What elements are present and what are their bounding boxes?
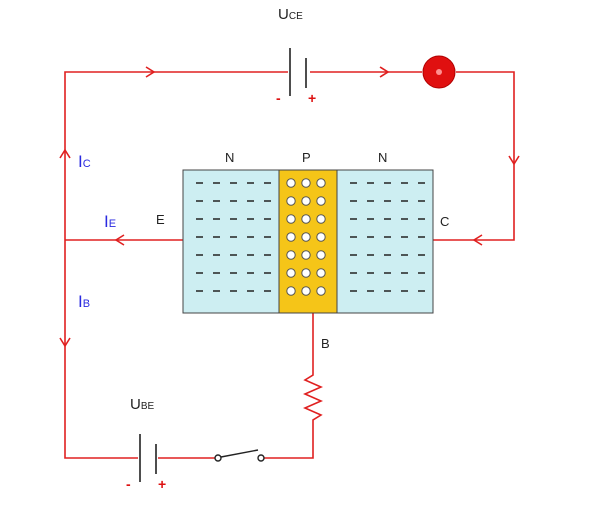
hole-mark <box>286 196 296 206</box>
terminal-emitter-label: E <box>156 212 165 227</box>
uce-plus: + <box>308 90 317 106</box>
n-region-right <box>336 169 434 314</box>
holes-p-region <box>286 178 326 296</box>
wire-emitter <box>65 234 183 246</box>
hole-mark <box>286 250 296 260</box>
hole-mark <box>286 214 296 224</box>
hole-mark <box>301 250 311 260</box>
uce-battery <box>289 48 307 96</box>
hole-mark <box>286 178 296 188</box>
hole-mark <box>286 268 296 278</box>
ib-label: IB <box>78 292 91 311</box>
hole-mark <box>316 178 326 188</box>
terminal-collector-label: C <box>440 214 450 229</box>
region-label-left: N <box>225 150 235 165</box>
n-region-left <box>182 169 280 314</box>
electrons-left <box>196 182 271 292</box>
hole-mark <box>316 196 326 206</box>
switch-icon <box>214 449 265 462</box>
hole-mark <box>316 232 326 242</box>
ube-plus: + <box>158 476 167 492</box>
ie-label: IE <box>104 212 117 231</box>
hole-mark <box>316 286 326 296</box>
hole-mark <box>316 214 326 224</box>
ube-label: UBE <box>130 396 155 413</box>
hole-mark <box>301 268 311 278</box>
wire-bottom <box>59 240 314 459</box>
hole-mark <box>316 268 326 278</box>
uce-label: UCE <box>278 6 303 23</box>
hole-mark <box>286 286 296 296</box>
uce-minus: - <box>276 90 281 106</box>
electrons-right <box>350 182 425 292</box>
hole-mark <box>301 232 311 242</box>
hole-mark <box>286 232 296 242</box>
hole-mark <box>301 178 311 188</box>
hole-mark <box>301 214 311 224</box>
region-label-right: N <box>378 150 388 165</box>
current-arrows-top <box>59 66 520 246</box>
ube-battery <box>139 434 157 482</box>
hole-mark <box>316 250 326 260</box>
hole-mark <box>301 286 311 296</box>
ube-minus: - <box>126 476 131 492</box>
region-label-middle: P <box>302 150 311 165</box>
hole-mark <box>301 196 311 206</box>
ic-label: IC <box>78 152 91 171</box>
terminal-base-label: B <box>321 336 330 351</box>
resistor-icon <box>303 370 323 425</box>
lamp-icon <box>422 55 456 89</box>
